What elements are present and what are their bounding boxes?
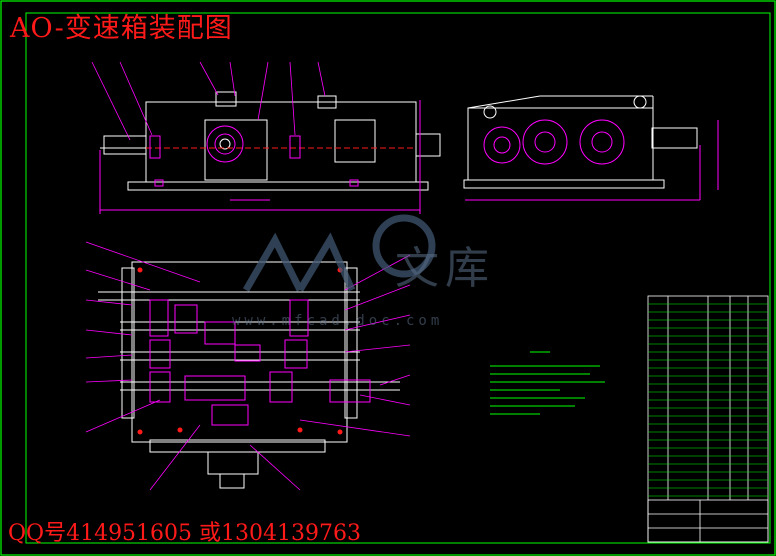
plan-view-housing <box>121 261 358 489</box>
title-block <box>647 499 769 543</box>
technical-notes <box>490 351 605 415</box>
front-view-details <box>99 100 421 214</box>
side-view <box>463 95 698 189</box>
plan-view-shafts <box>98 291 400 391</box>
plan-view-bolts <box>137 267 343 435</box>
inner-frame <box>25 12 771 544</box>
contact-info: QQ号414951605 或1304139763 <box>8 521 362 546</box>
watermark-url: www.mfcad.doc.com <box>232 313 444 329</box>
watermark-text: 文库 <box>395 243 495 294</box>
drawing-title: AO-变速箱装配图 <box>10 13 233 44</box>
side-view-gears <box>465 119 719 201</box>
watermark-logo <box>242 214 436 292</box>
plan-view-gears <box>149 299 371 426</box>
plan-view-leaders <box>85 241 411 491</box>
front-view-leaders <box>91 61 326 141</box>
parts-list-rows <box>648 303 768 497</box>
parts-list <box>647 295 769 543</box>
front-view <box>100 91 441 191</box>
